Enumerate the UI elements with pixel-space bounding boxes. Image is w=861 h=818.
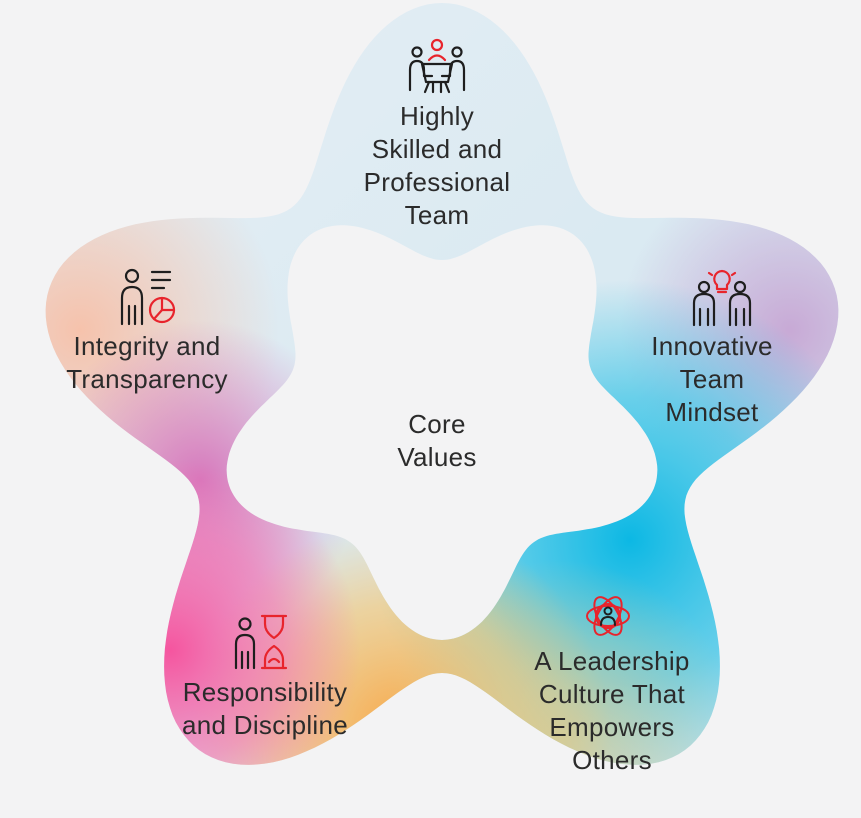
value-line: Team — [679, 364, 745, 394]
report-person-icon — [118, 266, 182, 326]
team-meeting-icon — [405, 38, 469, 96]
value-label-innovation: Innovative Team Mindset — [612, 330, 812, 429]
value-line: Others — [572, 745, 652, 775]
center-line: Core — [408, 409, 466, 439]
innovation-lightbulb-icon — [690, 267, 754, 327]
center-line: Values — [397, 442, 477, 472]
value-line: Innovative — [651, 331, 773, 361]
value-label-team: Highly Skilled and Professional Team — [337, 100, 537, 232]
value-label-responsibility: Responsibility and Discipline — [150, 676, 380, 742]
hourglass-person-icon — [232, 612, 296, 672]
leadership-network-icon — [584, 588, 632, 642]
value-line: Team — [404, 200, 470, 230]
value-line: Professional — [363, 167, 511, 197]
value-line: Highly — [399, 101, 475, 131]
value-label-leadership: A Leadership Culture That Empowers Other… — [502, 645, 722, 777]
value-line: Mindset — [665, 397, 759, 427]
ring-shape — [45, 3, 839, 765]
center-label: Core Values — [367, 408, 507, 474]
value-label-integrity: Integrity and Transparency — [42, 330, 252, 396]
ring-pink-glow — [45, 3, 839, 765]
value-line: Transparency — [66, 364, 228, 394]
value-line: Responsibility — [182, 677, 348, 707]
value-line: Empowers — [549, 712, 675, 742]
value-line: A Leadership — [534, 646, 690, 676]
value-line: Skilled and — [371, 134, 503, 164]
value-line: Culture That — [538, 679, 686, 709]
value-line: Integrity and — [73, 331, 221, 361]
value-line: and Discipline — [181, 710, 349, 740]
